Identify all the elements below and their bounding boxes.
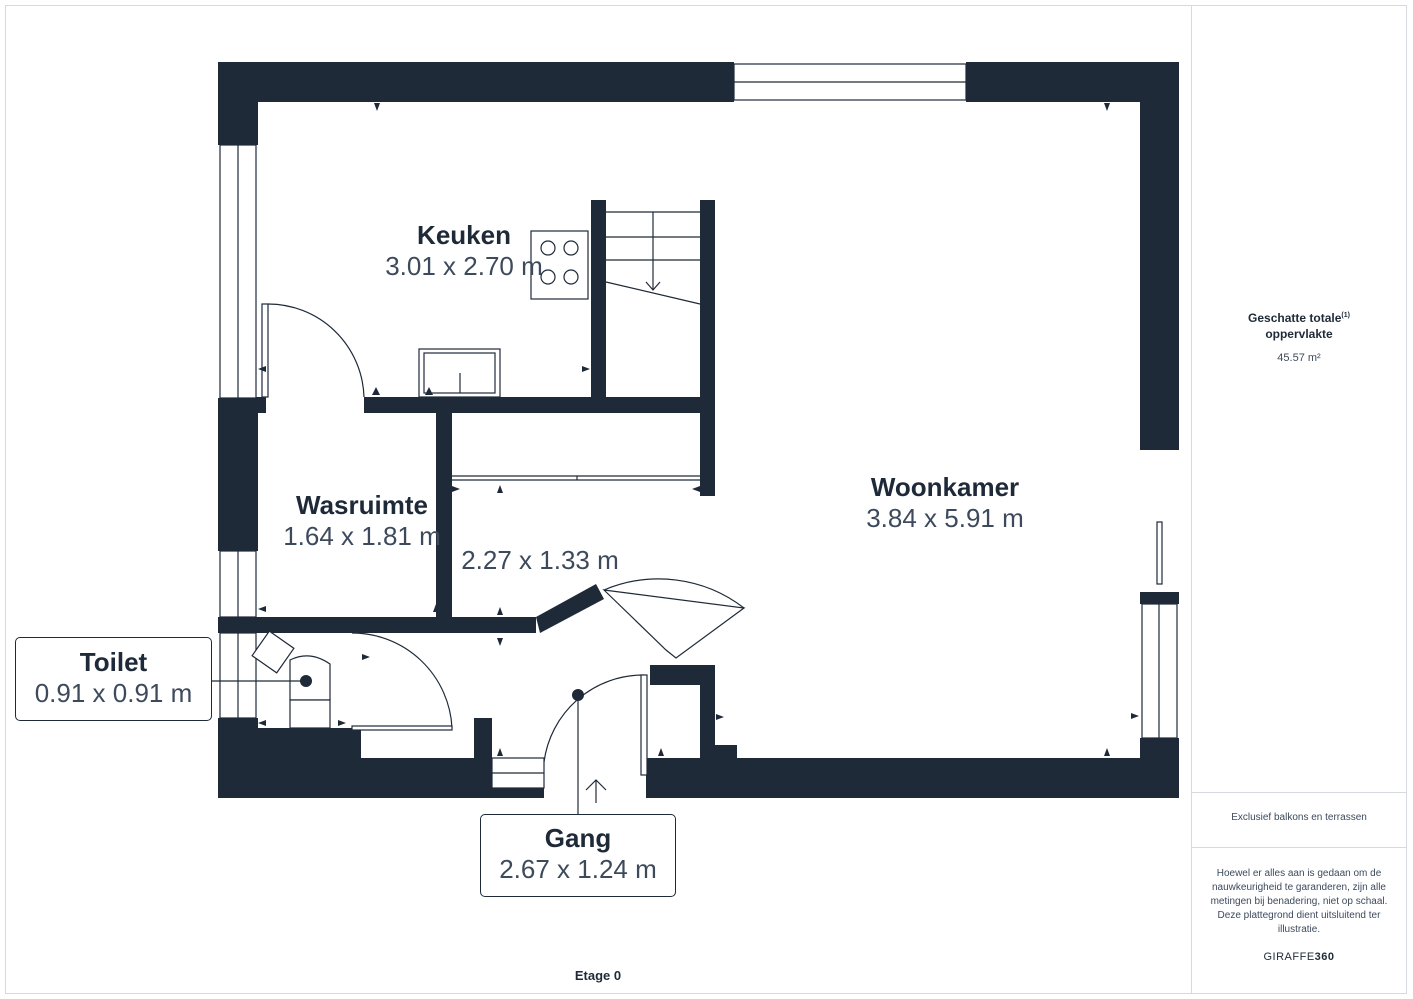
- brand-suffix: 360: [1314, 951, 1335, 963]
- markers: [258, 103, 1139, 756]
- room-dims-woonkamer: 3.84 x 5.91 m: [866, 503, 1024, 533]
- walls: [218, 62, 1179, 798]
- room-label-keuken: Keuken 3.01 x 2.70 m: [385, 220, 543, 282]
- area-value: 45.57 m²: [1277, 352, 1321, 364]
- sidebar-separator-1: [1192, 792, 1406, 793]
- room-dims-keuken: 3.01 x 2.70 m: [385, 251, 543, 281]
- room-name-keuken: Keuken: [417, 220, 511, 250]
- room-name-toilet: Toilet: [79, 647, 148, 677]
- callout-gang: Gang 2.67 x 1.24 m: [480, 814, 676, 897]
- sidebar-separator-2: [1192, 847, 1406, 848]
- callout-toilet: Toilet 0.91 x 0.91 m: [15, 637, 212, 721]
- sidebar-divider: [1191, 5, 1192, 994]
- page-frame: [5, 5, 1407, 994]
- room-label-wasruimte: Wasruimte 1.64 x 1.81 m: [283, 490, 441, 552]
- area-title-line1: Geschatte totale: [1248, 311, 1342, 325]
- room-dims-unnamed: 2.27 x 1.33 m: [461, 545, 619, 575]
- brand-logo: GIRAFFE360: [1192, 951, 1406, 963]
- room-dims-gang: 2.67 x 1.24 m: [499, 854, 657, 884]
- area-title-line2: oppervlakte: [1265, 327, 1333, 341]
- room-label-unnamed: 2.27 x 1.33 m: [461, 544, 619, 576]
- area-title: Geschatte totale(1) oppervlakte: [1192, 308, 1406, 342]
- room-name-wasruimte: Wasruimte: [296, 490, 428, 520]
- room-name-woonkamer: Woonkamer: [870, 472, 1020, 502]
- room-name-gang: Gang: [544, 823, 612, 853]
- fixtures: [212, 63, 1178, 815]
- disclaimer: Hoewel er alles aan is gedaan om de nauw…: [1210, 868, 1388, 935]
- exclusion-note: Exclusief balkons en terrassen: [1231, 812, 1367, 823]
- room-label-woonkamer: Woonkamer 3.84 x 5.91 m: [866, 472, 1024, 534]
- brand-prefix: GIRAFFE: [1263, 951, 1315, 963]
- floor-label: Etage 0: [574, 968, 622, 983]
- room-dims-toilet: 0.91 x 0.91 m: [34, 678, 193, 708]
- room-dims-wasruimte: 1.64 x 1.81 m: [283, 521, 441, 551]
- area-title-footnote: (1): [1341, 312, 1350, 319]
